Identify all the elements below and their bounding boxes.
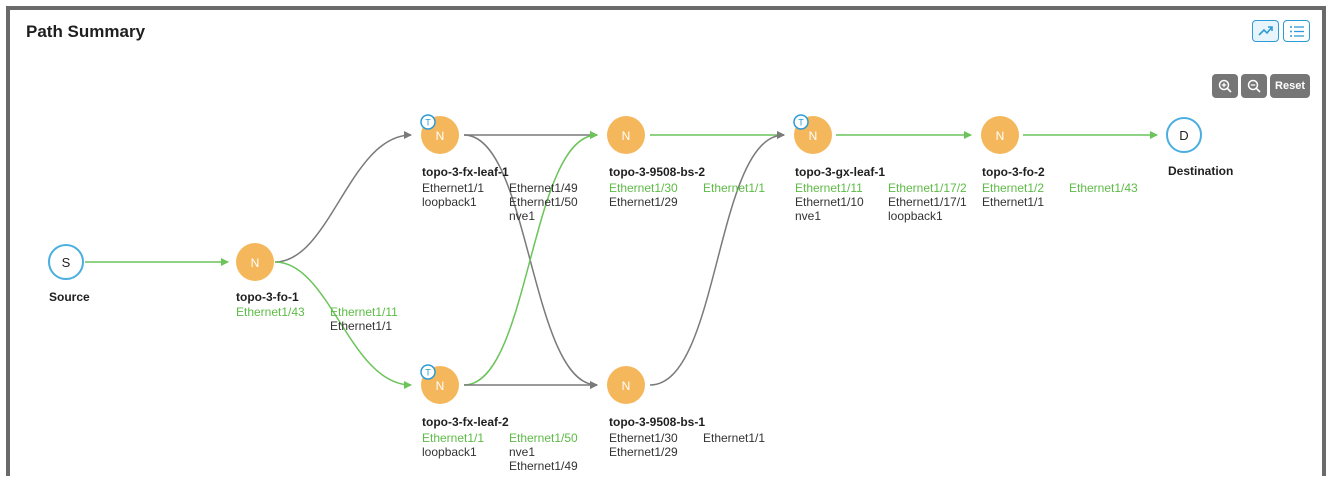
fxleaf1-ingress-interfaces: Ethernet1/1 loopback1: [422, 181, 485, 209]
node-name-bs1: topo-3-9508-bs-1: [609, 415, 706, 429]
node-topo-3-fx-leaf-1[interactable]: N T: [420, 114, 459, 154]
link-bs1-gxleaf1: [649, 131, 785, 386]
node-topo-3-9508-bs-1[interactable]: N: [607, 366, 645, 404]
node-name-fo1: topo-3-fo-1: [236, 290, 299, 304]
svg-text:N: N: [622, 379, 631, 393]
graph-view-button[interactable]: [1252, 20, 1279, 42]
zoom-in-icon: [1218, 79, 1232, 93]
gxleaf1-ingress-interfaces: Ethernet1/11 Ethernet1/10 nve1: [795, 181, 864, 223]
node-name-bs2: topo-3-9508-bs-2: [609, 165, 706, 179]
fxleaf1-egress-interfaces: Ethernet1/49 Ethernet1/50 nve1: [509, 181, 578, 223]
svg-text:N: N: [436, 379, 445, 393]
gxleaf1-egress-interfaces: Ethernet1/17/2 Ethernet1/17/1 loopback1: [888, 181, 967, 223]
destination-node[interactable]: D: [1166, 117, 1202, 153]
svg-text:S: S: [62, 255, 71, 270]
source-node[interactable]: S: [48, 244, 84, 280]
node-name-fxleaf2: topo-3-fx-leaf-2: [422, 415, 509, 429]
fo2-ingress-interfaces: Ethernet1/2 Ethernet1/1: [982, 181, 1045, 209]
link-fo1-fxleaf2: [274, 261, 412, 389]
svg-text:N: N: [622, 129, 631, 143]
list-icon: [1289, 25, 1304, 37]
fo2-egress-interfaces: Ethernet1/43: [1069, 181, 1138, 195]
node-name-fxleaf1: topo-3-fx-leaf-1: [422, 165, 509, 179]
svg-text:N: N: [996, 129, 1005, 143]
telemetry-badge-icon: [793, 114, 809, 130]
zoom-out-icon: [1247, 79, 1261, 93]
node-topo-3-9508-bs-2[interactable]: N: [607, 116, 645, 154]
node-name-gxleaf1: topo-3-gx-leaf-1: [795, 165, 885, 179]
view-toggle: [1252, 20, 1310, 42]
node-topo-3-fx-leaf-2[interactable]: N T: [420, 364, 459, 404]
zoom-controls: Reset: [1212, 74, 1310, 98]
trend-chart-icon: [1257, 26, 1273, 36]
zoom-out-button[interactable]: [1241, 74, 1268, 98]
svg-text:T: T: [425, 368, 431, 378]
svg-text:D: D: [1179, 128, 1188, 143]
svg-text:N: N: [436, 129, 445, 143]
destination-label: Destination: [1168, 164, 1234, 178]
svg-text:T: T: [798, 118, 804, 128]
fo1-ingress-interfaces: Ethernet1/43: [236, 305, 305, 319]
fxleaf2-egress-interfaces: Ethernet1/50 nve1 Ethernet1/49: [509, 431, 578, 473]
node-name-fo2: topo-3-fo-2: [982, 165, 1045, 179]
zoom-in-button[interactable]: [1212, 74, 1239, 98]
bs1-ingress-interfaces: Ethernet1/30 Ethernet1/29: [609, 431, 678, 459]
path-summary-panel: Path Summary: [6, 6, 1326, 476]
node-topo-3-gx-leaf-1[interactable]: N T: [793, 114, 832, 154]
bs2-egress-interfaces: Ethernet1/1: [703, 181, 766, 195]
node-topo-3-fo-1[interactable]: N: [236, 243, 274, 281]
panel-title: Path Summary: [26, 22, 146, 41]
reset-zoom-button[interactable]: Reset: [1270, 74, 1310, 98]
svg-text:N: N: [809, 129, 818, 143]
bs2-ingress-interfaces: Ethernet1/30 Ethernet1/29: [609, 181, 678, 209]
fxleaf2-ingress-interfaces: Ethernet1/1 loopback1: [422, 431, 485, 459]
link-fo1-fxleaf1: [274, 131, 412, 263]
list-view-button[interactable]: [1283, 20, 1310, 42]
fo1-egress-interfaces: Ethernet1/11 Ethernet1/1: [330, 305, 398, 333]
telemetry-badge-icon: [420, 114, 436, 130]
svg-text:T: T: [425, 118, 431, 128]
svg-text:N: N: [251, 256, 260, 270]
bs1-egress-interfaces: Ethernet1/1: [703, 431, 766, 445]
telemetry-badge-icon: [420, 364, 436, 380]
node-topo-3-fo-2[interactable]: N: [981, 116, 1019, 154]
link-fxleaf2-bs2: [463, 131, 598, 386]
source-label: Source: [49, 290, 90, 304]
